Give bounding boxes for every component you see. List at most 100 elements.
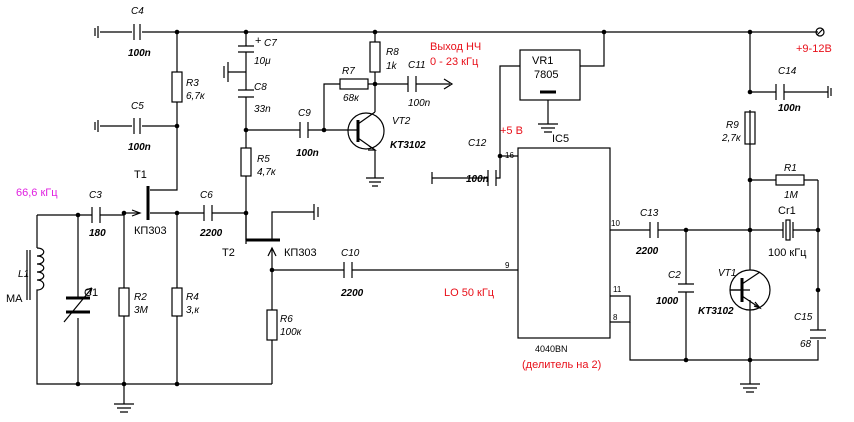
pin-8: 8 xyxy=(613,313,618,322)
value-r5: 4,7к xyxy=(257,167,277,178)
ground-symbol-right xyxy=(740,383,760,393)
label-c4: C4 xyxy=(131,6,144,17)
type-t1: КП303 xyxy=(134,225,167,237)
type-ic5: 4040BN xyxy=(535,344,568,354)
capacitor-c13 xyxy=(649,222,659,238)
fet-t2 xyxy=(246,238,280,257)
resistor-r2 xyxy=(118,287,130,317)
label-c13: C13 xyxy=(640,208,659,219)
label-vr1: VR1 xyxy=(532,55,553,67)
pin-11: 11 xyxy=(613,285,622,294)
value-c12: 100n xyxy=(466,174,489,185)
pin-10: 10 xyxy=(611,219,620,228)
label-c15: C15 xyxy=(794,312,813,323)
capacitor-c2 xyxy=(678,283,694,293)
label-c11: C11 xyxy=(408,60,426,71)
supply-terminal xyxy=(815,27,825,37)
label-r6: R6 xyxy=(280,314,293,325)
label-cr1: Cr1 xyxy=(778,205,796,217)
resistor-r1 xyxy=(775,174,805,186)
value-r3: 6,7к xyxy=(186,91,206,102)
inductor-l1 xyxy=(26,247,45,300)
label-c14: C14 xyxy=(778,66,797,77)
value-cr1: 100 кГц xyxy=(768,247,807,259)
value-c11: 100n xyxy=(408,98,431,109)
value-c7: 10μ xyxy=(254,56,271,67)
label-c3: C3 xyxy=(89,190,102,201)
value-c5: 100n xyxy=(128,142,151,153)
transistor-vt1 xyxy=(729,269,771,311)
output-title: Выход НЧ xyxy=(430,41,481,53)
resistor-r9 xyxy=(744,111,756,145)
fet-t1 xyxy=(131,186,150,220)
label-c7: C7 xyxy=(264,38,277,49)
resistor-r6 xyxy=(266,309,278,341)
plus5-label: +5 В xyxy=(500,125,523,137)
value-c3: 180 xyxy=(89,228,106,239)
label-r2: R2 xyxy=(134,292,147,303)
label-c10: C10 xyxy=(341,248,360,259)
label-c6: C6 xyxy=(200,190,213,201)
value-c2: 1000 xyxy=(656,296,679,307)
resistor-r5 xyxy=(240,147,252,177)
label-c5: C5 xyxy=(131,101,144,112)
ic-ic5 xyxy=(517,147,611,339)
type-vt1: KT3102 xyxy=(698,306,734,317)
ground-symbol-vr1 xyxy=(538,123,558,133)
value-c15: 68 xyxy=(800,339,812,350)
label-r1: R1 xyxy=(784,163,797,174)
value-r1: 1M xyxy=(784,190,799,201)
label-c2: C2 xyxy=(668,270,681,281)
value-r4: 3,к xyxy=(186,305,200,316)
capacitor-c12 xyxy=(487,170,497,186)
label-t1: T1 xyxy=(134,169,147,181)
label-ma: MA xyxy=(6,293,23,305)
divider-label: (делитель на 2) xyxy=(522,359,601,371)
resistor-r8 xyxy=(369,41,381,73)
label-r3: R3 xyxy=(186,78,199,89)
capacitor-c8 xyxy=(238,89,254,98)
lo-label: LO 50 кГц xyxy=(444,287,495,299)
junction-dots xyxy=(75,29,821,387)
ground-symbol-vt2 xyxy=(366,177,384,187)
label-vt1: VT1 xyxy=(718,268,736,279)
value-c14: 100n xyxy=(778,103,801,114)
label-vt2: VT2 xyxy=(392,116,411,127)
type-vt2: KT3102 xyxy=(390,140,426,151)
label-l1: L1 xyxy=(18,269,29,280)
value-r7: 68к xyxy=(343,93,360,104)
output-range: 0 - 23 кГц xyxy=(430,56,479,68)
ground-symbol-c7 xyxy=(223,62,229,82)
value-r8: 1k xyxy=(386,61,398,72)
label-r8: R8 xyxy=(386,47,399,58)
label-t2: T2 xyxy=(222,247,235,259)
label-c8: C8 xyxy=(254,82,267,93)
capacitor-c11 xyxy=(407,76,454,92)
regulator-vr1 xyxy=(519,49,581,101)
type-t2: КП303 xyxy=(284,247,317,259)
label-r9: R9 xyxy=(726,120,739,131)
value-c4: 100n xyxy=(128,48,151,59)
capacitor-c5 xyxy=(94,118,141,134)
label-r7: R7 xyxy=(342,66,355,77)
label-c9: C9 xyxy=(298,108,311,119)
value-r2: 3M xyxy=(134,305,149,316)
label-c7-plus: + xyxy=(255,35,261,47)
type-vr1: 7805 xyxy=(534,69,558,81)
ground-symbol-main xyxy=(114,384,134,413)
label-r4: R4 xyxy=(186,292,199,303)
capacitor-c9 xyxy=(299,122,309,138)
label-c1: C1 xyxy=(84,287,98,299)
capacitor-c6 xyxy=(203,205,213,221)
input-frequency: 66,6 кГц xyxy=(16,187,58,199)
value-c13: 2200 xyxy=(635,246,659,257)
value-c6: 2200 xyxy=(199,228,223,239)
capacitor-c10 xyxy=(343,262,353,278)
wires xyxy=(36,31,828,385)
pin-16: 16 xyxy=(505,151,514,160)
capacitor-c3 xyxy=(91,207,101,223)
capacitor-c14 xyxy=(775,84,832,100)
resistor-r4 xyxy=(171,287,183,317)
capacitor-c4 xyxy=(94,24,141,40)
